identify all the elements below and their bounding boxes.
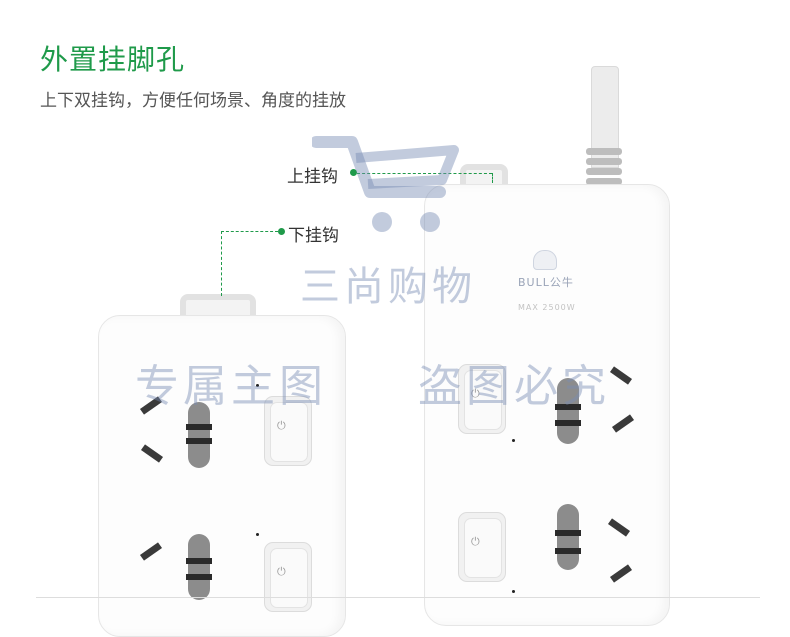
cable-strain-relief-ring [586, 168, 622, 175]
ground-pin-slot [188, 402, 210, 468]
outlet-slot [555, 420, 581, 426]
power-icon: ⏻ [277, 565, 286, 578]
upper-hook-label: 上挂钩 [287, 167, 338, 187]
outlet-slot [555, 530, 581, 536]
indicator-dot [512, 590, 515, 593]
lower-hook-leader-line [221, 231, 222, 296]
outlet-slot [186, 424, 212, 430]
brand-logo-icon [533, 250, 557, 270]
power-icon: ⏻ [471, 535, 480, 548]
brand-label: BULL公牛 [518, 276, 574, 289]
power-switch-right-top[interactable]: ⏻ [458, 364, 506, 434]
page-subtitle: 上下双挂钩，方便任何场景、角度的挂放 [40, 91, 346, 111]
outlet-slot [186, 558, 212, 564]
indicator-dot [256, 533, 259, 536]
lower-hook-label: 下挂钩 [288, 226, 339, 246]
power-icon: ⏻ [471, 387, 480, 400]
switch-button-face [270, 548, 308, 608]
power-switch-left-bottom[interactable]: ⏻ [264, 542, 312, 612]
lower-hook-leader-line [221, 231, 278, 232]
watermark-left: 专属主图 [135, 361, 327, 412]
outlet-slot [186, 438, 212, 444]
switch-button-face [270, 402, 308, 462]
floor-line [36, 597, 760, 598]
power-icon: ⏻ [277, 419, 286, 432]
cable-strain-relief-ring [586, 178, 622, 185]
cable-strain-relief-ring [586, 158, 622, 165]
outlet-slot [555, 404, 581, 410]
switch-button-face [464, 370, 502, 430]
ground-pin-slot [557, 378, 579, 444]
ground-pin-slot [557, 504, 579, 570]
page-title: 外置挂脚孔 [40, 43, 186, 76]
indicator-dot [256, 384, 259, 387]
outlet-slot [186, 574, 212, 580]
indicator-dot [512, 439, 515, 442]
power-switch-left-top[interactable]: ⏻ [264, 396, 312, 466]
upper-hook-leader-line [357, 173, 492, 174]
switch-button-face [464, 518, 502, 578]
ground-pin-slot [188, 534, 210, 600]
watermark-shop-name: 三尚购物 [300, 264, 476, 310]
power-switch-right-bottom[interactable]: ⏻ [458, 512, 506, 582]
shopping-cart-icon [312, 136, 459, 232]
outlet-slot [555, 548, 581, 554]
cable-strain-relief [586, 148, 622, 155]
watermark-right: 盗图必究 [418, 361, 610, 412]
upper-hook-leader-line [492, 173, 493, 183]
power-rating: MAX 2500W [518, 303, 576, 312]
lower-hook-marker [278, 228, 285, 235]
upper-hook-marker [350, 169, 357, 176]
